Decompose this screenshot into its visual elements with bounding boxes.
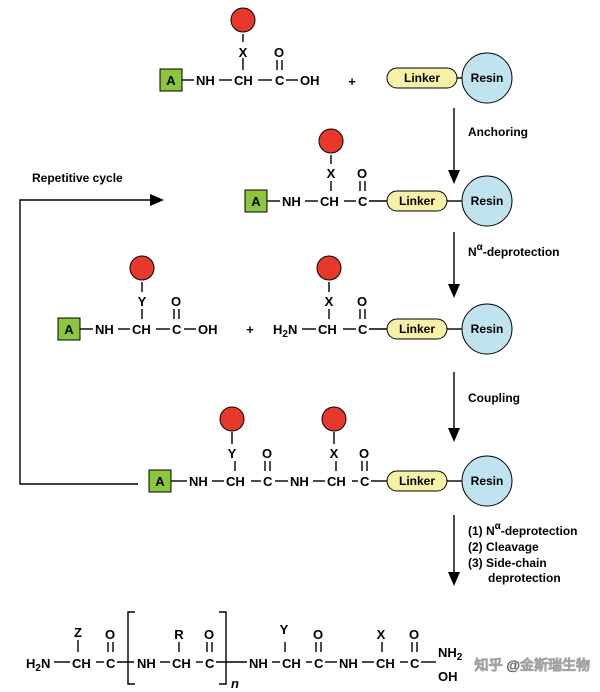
step-final-3b: deprotection — [488, 571, 561, 585]
side-chain-z-label: Z — [74, 625, 82, 640]
resin-label: Resin — [471, 474, 504, 488]
side-chain-y-label: Y — [138, 294, 147, 309]
repeat-bracket-right — [219, 611, 227, 685]
carbonyl-c-label: C — [106, 656, 116, 671]
repeat-count-n: n — [231, 676, 239, 691]
resin-label: Resin — [471, 194, 504, 208]
side-chain-x-label: X — [377, 627, 386, 642]
side-chain-sphere — [219, 406, 245, 432]
side-chain-sphere — [230, 7, 256, 33]
protecting-group-label: A — [64, 322, 74, 337]
amine-label: H2N — [273, 322, 297, 340]
step-final-2: (2) Cleavage — [468, 540, 539, 554]
ch-label: CH — [132, 322, 151, 337]
nh-label: NH — [249, 656, 268, 671]
ch-label: CH — [318, 322, 337, 337]
protecting-group-label: A — [166, 73, 176, 88]
resin-bead — [461, 52, 513, 104]
carbonyl-c-label: C — [358, 194, 368, 209]
resin-bead — [461, 455, 513, 507]
linker-label: Linker — [399, 322, 435, 336]
nh-label: NH — [339, 656, 358, 671]
repetitive-cycle-label: Repetitive cycle — [32, 171, 123, 185]
carbonyl-o-label: O — [262, 446, 272, 461]
linker-label: Linker — [404, 71, 440, 85]
carbonyl-c-label: C — [410, 656, 420, 671]
step-anchoring: Anchoring — [468, 125, 528, 139]
ch-label: CH — [327, 474, 346, 489]
side-chain-x-label: X — [239, 45, 248, 60]
row3-deprotected-resin: H2N CH X C O Linker Resin — [273, 255, 513, 355]
watermark-text: 知乎 @金斯瑞生物 — [474, 657, 590, 673]
carbonyl-o-label: O — [313, 627, 323, 642]
ch-label: CH — [226, 474, 245, 489]
carbonyl-o-label: O — [359, 446, 369, 461]
side-chain-x-label: X — [325, 294, 334, 309]
hydroxyl-label: OH — [198, 322, 218, 337]
hydroxyl-label: OH — [300, 73, 320, 88]
row4-dipeptide-resin: A NH CH Y C O NH CH X C O Linker Resin — [148, 406, 513, 507]
side-chain-y-label: Y — [280, 622, 289, 637]
side-chain-x-label: X — [327, 166, 336, 181]
carbonyl-o-label: O — [357, 166, 367, 181]
nh-label: NH — [290, 474, 309, 489]
protecting-group-label: A — [251, 194, 261, 209]
amine-label: H2N — [26, 656, 50, 674]
linker-label: Linker — [399, 474, 435, 488]
c-terminal-oh-label: OH — [438, 669, 458, 684]
carbonyl-o-label: O — [171, 294, 181, 309]
side-chain-sphere — [129, 255, 155, 281]
carbonyl-c-label: C — [314, 656, 324, 671]
carbonyl-o-label: O — [409, 627, 419, 642]
nh-label: NH — [95, 322, 114, 337]
ch-label: CH — [282, 656, 301, 671]
side-chain-x-label: X — [330, 446, 339, 461]
carbonyl-c-label: C — [263, 474, 273, 489]
side-chain-sphere — [321, 406, 347, 432]
resin-label: Resin — [471, 322, 504, 336]
carbonyl-o-label: O — [357, 294, 367, 309]
repetitive-cycle-loop: Repetitive cycle — [19, 171, 164, 485]
linker-label: Linker — [399, 194, 435, 208]
nh-label: NH — [196, 73, 215, 88]
step-final-1: (1) Nα-deprotection — [468, 521, 578, 538]
side-chain-sphere — [316, 255, 342, 281]
step-coupling: Coupling — [468, 391, 520, 405]
carbonyl-c-label: C — [358, 322, 368, 337]
nh-label: NH — [189, 474, 208, 489]
resin-bead — [461, 303, 513, 355]
row1-linker-resin: Linker Resin — [386, 52, 513, 104]
side-chain-sphere — [318, 128, 344, 154]
carbonyl-o-label: O — [105, 627, 115, 642]
plus-sign: + — [246, 322, 254, 337]
ch-label: CH — [376, 656, 395, 671]
step-final-3a: (3) Side-chain — [468, 556, 547, 570]
row3-incoming-amino-acid: A NH CH Y C O OH — [57, 255, 218, 341]
resin-label: Resin — [471, 71, 504, 85]
step-n-alpha-deprotection: Nα-deprotection — [468, 242, 560, 259]
c-terminal-amide-label: NH2 — [438, 645, 463, 663]
carbonyl-c-label: C — [172, 322, 182, 337]
side-chain-y-label: Y — [228, 446, 237, 461]
carbonyl-o-label: O — [274, 45, 284, 60]
carbonyl-o-label: O — [204, 627, 214, 642]
carbonyl-c-label: C — [360, 474, 370, 489]
ch-label: CH — [172, 656, 191, 671]
plus-sign: + — [348, 74, 356, 89]
resin-bead — [461, 175, 513, 227]
protecting-group-label: A — [155, 474, 165, 489]
row2-anchored: A NH CH X C O Linker Resin — [244, 128, 513, 227]
ch-label: CH — [234, 73, 253, 88]
ch-label: CH — [72, 656, 91, 671]
ch-label: CH — [320, 194, 339, 209]
row5-final-peptide: H2N CH Z C O NH CH R C O n NH CH Y C O — [26, 611, 463, 691]
nh-label: NH — [282, 194, 301, 209]
carbonyl-c-label: C — [275, 73, 285, 88]
nh-label: NH — [137, 656, 156, 671]
carbonyl-c-label: C — [205, 656, 215, 671]
repeat-bracket-left — [127, 611, 135, 685]
side-chain-r-label: R — [174, 627, 184, 642]
row1-amino-acid: A NH CH X C O OH — [159, 7, 320, 92]
